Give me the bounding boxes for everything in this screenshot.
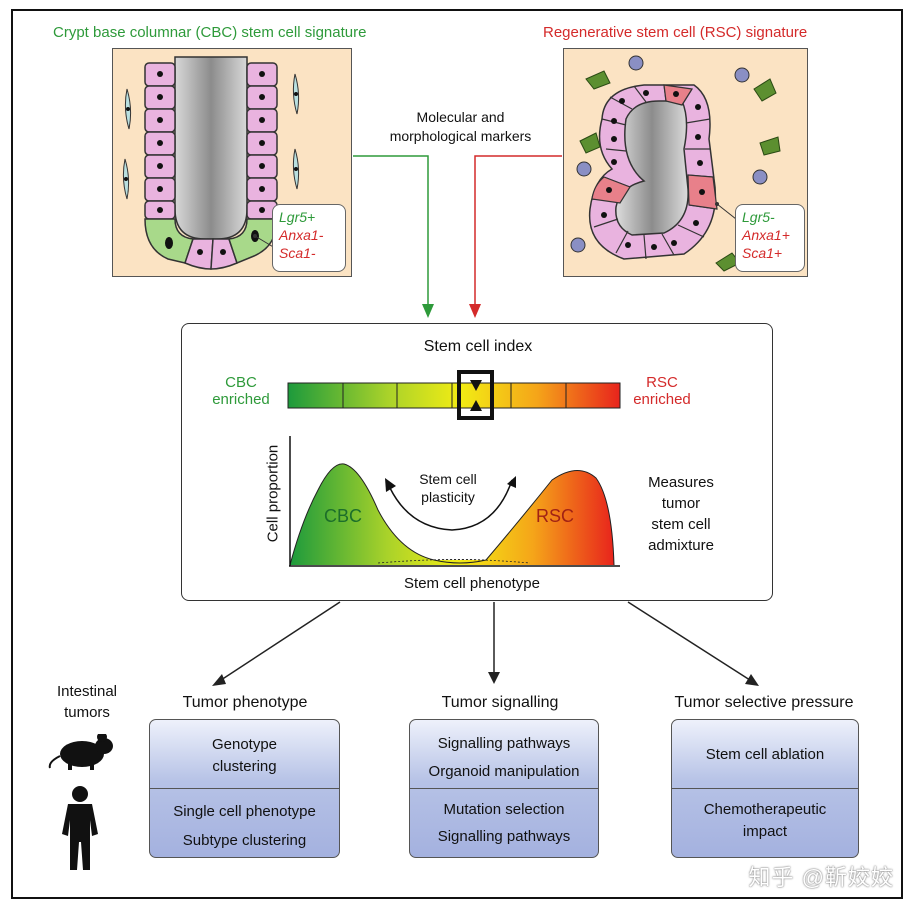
cbc-enriched-line2: enriched: [212, 391, 270, 408]
mouse-icon: [48, 734, 113, 770]
watermark: 知乎 @靳姣姣: [748, 865, 894, 890]
rsc-enriched-line1: RSC: [646, 374, 678, 391]
cbc-signature-title: Crypt base columnar (CBC) stem cell sign…: [53, 24, 367, 41]
rsc-enriched-line2: enriched: [633, 391, 691, 408]
stem-cell-index-title: Stem cell index: [423, 338, 533, 355]
rsc-marker-sca1: Sca1+: [742, 245, 783, 261]
y-axis-label: Cell proportion: [264, 444, 282, 543]
cbc-curve-label: CBC: [323, 506, 362, 526]
signalling-top-line1: Signalling pathways: [437, 735, 571, 752]
measures-label: Measures tumor stem cell admixture: [630, 472, 732, 556]
cbc-marker-sca1: Sca1-: [279, 245, 316, 261]
rsc-signature-title: Regenerative stem cell (RSC) signature: [543, 24, 808, 41]
cbc-marker-anxa1: Anxa1-: [279, 227, 324, 243]
measures-line1: Measures: [648, 474, 714, 491]
cbc-enriched-line1: CBC: [225, 374, 257, 391]
pressure-bottom-line2: impact: [742, 823, 788, 840]
intestinal-tumors-line2: tumors: [64, 704, 110, 721]
cbc-marker-box: Lgr5+ Anxa1- Sca1-: [272, 204, 346, 272]
plasticity-line1: Stem cell: [419, 471, 477, 487]
rsc-curve-label: RSC: [535, 506, 574, 526]
signalling-bottom-line2: Signalling pathways: [437, 828, 571, 845]
pressure-top: Stem cell ablation: [672, 744, 858, 766]
rsc-marker-box: Lgr5- Anxa1+ Sca1+: [735, 204, 805, 272]
outcome-box-selective-pressure: Stem cell ablation Chemotherapeutic impa…: [671, 719, 859, 858]
outcome-title-phenotype: Tumor phenotype: [182, 694, 308, 711]
outcome-title-selective-pressure: Tumor selective pressure: [674, 694, 854, 711]
phenotype-top-line1: Genotype: [211, 736, 278, 753]
pressure-bottom: Chemotherapeutic impact: [672, 799, 858, 843]
organism-icons: [48, 734, 113, 870]
measures-line4: admixture: [648, 537, 714, 554]
rsc-crypt-panel: [563, 48, 808, 277]
phenotype-distribution-fill: [290, 463, 614, 565]
pressure-top-line1: Stem cell ablation: [705, 746, 825, 763]
measures-line3: stem cell: [651, 516, 711, 533]
plasticity-line2: plasticity: [421, 489, 475, 505]
human-icon: [62, 786, 98, 870]
cbc-crypt-illustration: [122, 56, 300, 270]
rsc-enriched-label: RSC enriched: [624, 374, 700, 408]
phenotype-top: Genotype clustering: [150, 734, 339, 778]
measures-line2: tumor: [661, 495, 701, 512]
markers-caption-line2: morphological markers: [389, 128, 532, 144]
plasticity-label: Stem cell plasticity: [408, 470, 488, 506]
phenotype-bottom-line1: Single cell phenotype: [173, 803, 316, 820]
signalling-top: Signalling pathways Organoid manipulatio…: [410, 730, 598, 786]
phenotype-distribution-curve: [289, 463, 615, 566]
intestinal-tumors-label: Intestinal tumors: [42, 681, 132, 723]
signalling-bottom: Mutation selection Signalling pathways: [410, 796, 598, 850]
phenotype-bottom: Single cell phenotype Subtype clustering: [150, 797, 339, 855]
signalling-top-line2: Organoid manipulation: [428, 763, 580, 780]
cbc-crypt-panel: [112, 48, 352, 277]
intestinal-tumors-line1: Intestinal: [56, 683, 118, 700]
stem-cell-index-bar: [287, 382, 621, 409]
pressure-bottom-line1: Chemotherapeutic: [703, 801, 827, 818]
phenotype-top-line2: clustering: [212, 758, 277, 775]
cbc-enriched-label: CBC enriched: [205, 374, 277, 408]
outcome-box-signalling: Signalling pathways Organoid manipulatio…: [409, 719, 599, 858]
figure-frame: [11, 9, 903, 899]
markers-caption-line1: Molecular and: [416, 109, 505, 125]
cbc-marker-lgr5: Lgr5+: [279, 209, 316, 225]
outcome-box-phenotype: Genotype clustering Single cell phenotyp…: [149, 719, 340, 858]
index-marker: [457, 370, 494, 420]
outcome-title-signalling: Tumor signalling: [441, 694, 559, 711]
stem-cell-index-panel: [181, 323, 773, 601]
x-axis-label: Stem cell phenotype: [404, 575, 540, 592]
signalling-bottom-line1: Mutation selection: [443, 801, 565, 818]
rsc-crypt-illustration: [570, 55, 781, 272]
markers-caption: Molecular and morphological markers: [368, 108, 553, 146]
rsc-marker-anxa1: Anxa1+: [742, 227, 790, 243]
rsc-marker-lgr5: Lgr5-: [742, 209, 775, 225]
phenotype-bottom-line2: Subtype clustering: [182, 832, 307, 849]
